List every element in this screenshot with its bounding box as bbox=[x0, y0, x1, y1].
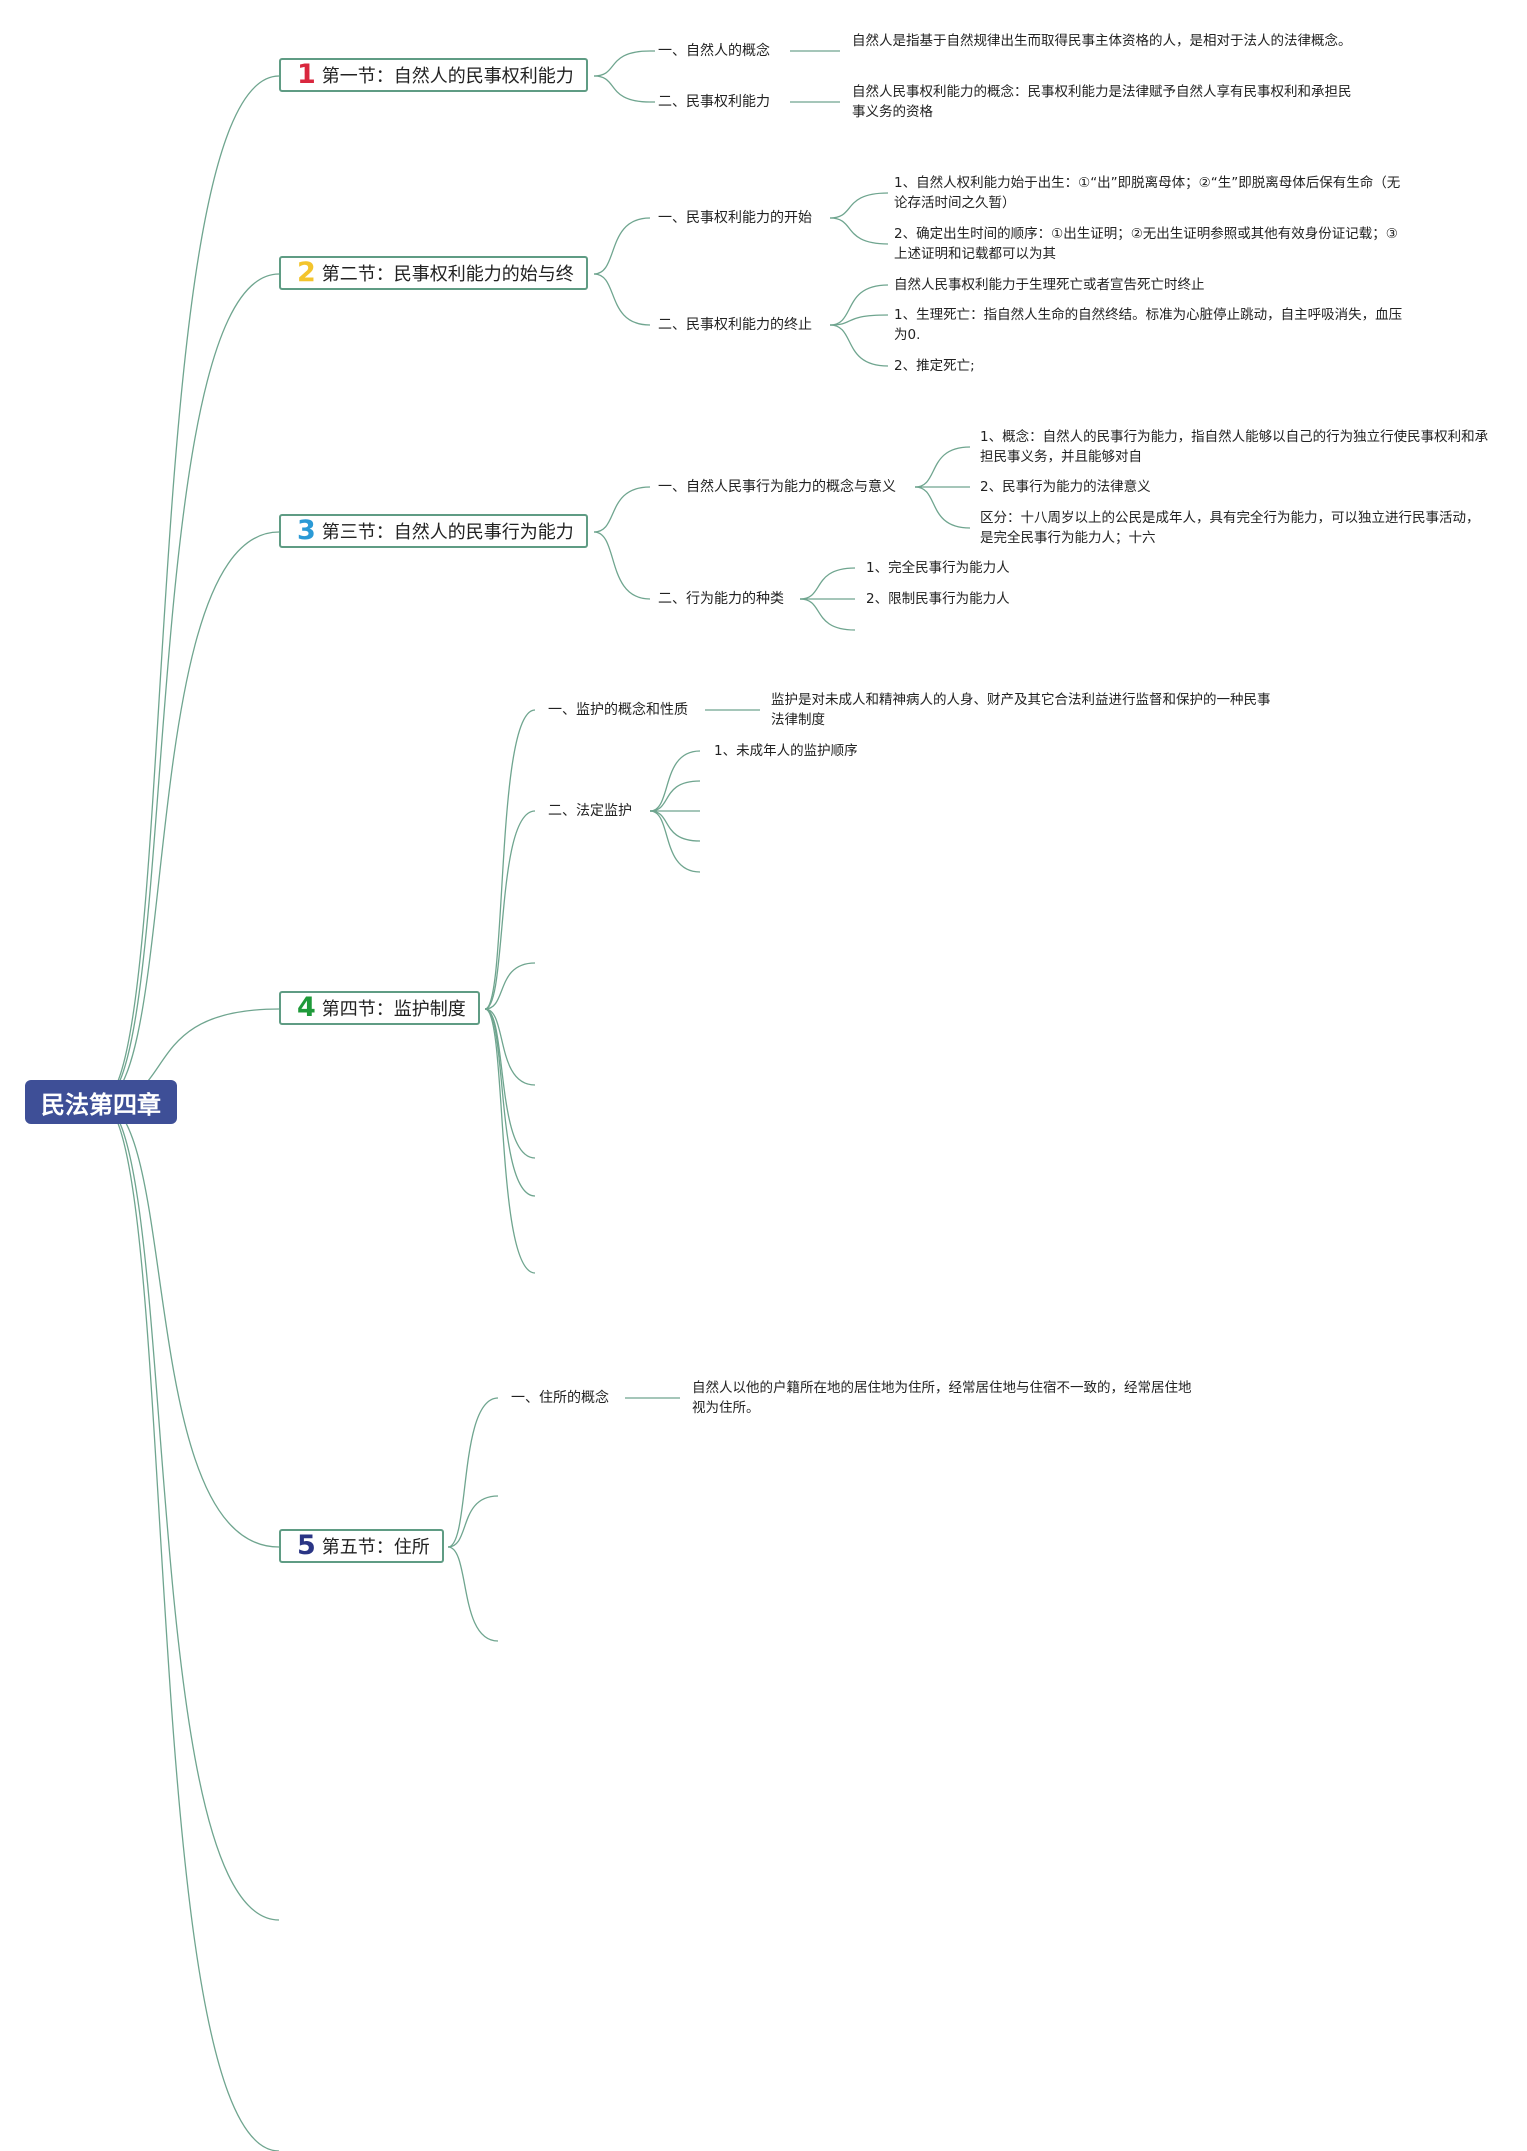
root-branch-line bbox=[99, 273, 280, 1103]
section-5-title: 第五节：住所 bbox=[321, 1537, 430, 1558]
detail-line bbox=[829, 314, 889, 326]
branch-line bbox=[593, 486, 651, 533]
branch-line bbox=[484, 1008, 536, 1274]
section-5-item-1[interactable]: 一、住所的概念 bbox=[511, 1390, 609, 1406]
detail-line bbox=[649, 750, 701, 812]
section-3-item-2-detail-2: 2、限制民事行为能力人 bbox=[866, 591, 1010, 607]
section-3-item-1[interactable]: 一、自然人民事行为能力的概念与意义 bbox=[658, 479, 896, 495]
section-2-item-2-detail-3: 2、推定死亡; bbox=[894, 358, 975, 374]
section-2-node[interactable]: 2 第二节：民事权利能力的始与终 bbox=[279, 256, 588, 290]
branch-line bbox=[484, 1008, 536, 1086]
section-3-item-1-detail-1: 1、概念：自然人的民事行为能力，指自然人能够以自己的行为独立行使民事权利和承担民… bbox=[980, 429, 1489, 465]
section-4-title: 第四节：监护制度 bbox=[321, 999, 466, 1020]
root-branch-line bbox=[99, 1101, 280, 1921]
section-1-item-1-detail: 自然人是指基于自然规律出生而取得民事主体资格的人，是相对于法人的法律概念。 bbox=[852, 33, 1352, 49]
root-title: 民法第四章 bbox=[41, 1090, 161, 1119]
section-1-title: 第一节：自然人的民事权利能力 bbox=[321, 66, 574, 87]
section-4-item-2-detail: 1、未成年人的监护顺序 bbox=[714, 743, 858, 759]
section-2-item-2-detail-1: 自然人民事权利能力于生理死亡或者宣告死亡时终止 bbox=[894, 277, 1205, 293]
detail-line bbox=[799, 567, 856, 600]
section-2-item-1-detail-1: 1、自然人权利能力始于出生：①“出”即脱离母体；②“生”即脱离母体后保有生命（无… bbox=[894, 175, 1401, 211]
root-branch-line bbox=[99, 75, 280, 1103]
detail-line bbox=[829, 217, 889, 245]
root-node[interactable]: 民法第四章 bbox=[25, 1080, 177, 1124]
section-1-item-2-detail: 自然人民事权利能力的概念：民事权利能力是法律赋予自然人享有民事权利和承担民事义务… bbox=[852, 84, 1352, 120]
section-4-item-2[interactable]: 二、法定监护 bbox=[548, 803, 632, 819]
section-2-number: 2 bbox=[297, 257, 316, 288]
branch-line bbox=[484, 1008, 536, 1197]
branch-line bbox=[593, 273, 651, 326]
section-4-number: 4 bbox=[297, 992, 316, 1023]
section-2-item-1[interactable]: 一、民事权利能力的开始 bbox=[658, 210, 812, 226]
detail-line bbox=[829, 324, 889, 367]
section-1-number: 1 bbox=[297, 59, 316, 90]
root-branch-line bbox=[99, 531, 280, 1103]
branch-line bbox=[447, 1546, 499, 1642]
detail-line bbox=[829, 192, 889, 219]
section-1-item-1[interactable]: 一、自然人的概念 bbox=[658, 43, 770, 59]
detail-line bbox=[649, 810, 701, 842]
section-1-node[interactable]: 1 第一节：自然人的民事权利能力 bbox=[279, 58, 588, 92]
detail-line bbox=[914, 446, 971, 488]
branch-line bbox=[593, 217, 651, 275]
section-2-title: 第二节：民事权利能力的始与终 bbox=[321, 264, 574, 285]
branch-line bbox=[447, 1397, 499, 1548]
root-branch-line bbox=[99, 1101, 280, 2151]
branch-line bbox=[593, 50, 651, 77]
section-2-item-2-detail-2: 1、生理死亡：指自然人生命的自然终结。标准为心脏停止跳动，自主呼吸消失，血压为0… bbox=[894, 307, 1403, 343]
branch-line bbox=[593, 75, 651, 103]
section-4-item-1[interactable]: 一、监护的概念和性质 bbox=[548, 702, 688, 718]
branch-line bbox=[484, 962, 536, 1010]
branch-line bbox=[484, 709, 536, 1010]
branch-line bbox=[484, 810, 536, 1010]
branch-line bbox=[447, 1495, 499, 1548]
section-5-item-1-detail: 自然人以他的户籍所在地的居住地为住所，经常居住地与住宿不一致的，经常居住地视为住… bbox=[692, 1380, 1192, 1416]
detail-line bbox=[799, 598, 856, 631]
section-4-node[interactable]: 4 第四节：监护制度 bbox=[279, 991, 480, 1025]
root-branch-line bbox=[99, 1101, 280, 1548]
section-2-item-2[interactable]: 二、民事权利能力的终止 bbox=[658, 317, 812, 333]
section-4-item-1-detail: 监护是对未成人和精神病人的人身、财产及其它合法利益进行监督和保护的一种民事法律制… bbox=[771, 692, 1271, 728]
section-2-item-1-detail-2: 2、确定出生时间的顺序：①出生证明；②无出生证明参照或其他有效身份证记载；③上述… bbox=[894, 226, 1398, 262]
section-3-title: 第三节：自然人的民事行为能力 bbox=[321, 522, 574, 543]
section-3-item-1-detail-2: 2、民事行为能力的法律意义 bbox=[980, 479, 1151, 495]
detail-line bbox=[829, 284, 889, 326]
section-3-item-2[interactable]: 二、行为能力的种类 bbox=[658, 591, 784, 607]
detail-line bbox=[649, 810, 701, 873]
branch-line bbox=[593, 531, 651, 600]
section-5-node[interactable]: 5 第五节：住所 bbox=[279, 1529, 444, 1563]
detail-line bbox=[649, 780, 701, 812]
section-5-number: 5 bbox=[297, 1530, 316, 1561]
section-1-item-2[interactable]: 二、民事权利能力 bbox=[658, 94, 770, 110]
section-3-item-1-detail-3: 区分：十八周岁以上的公民是成年人，具有完全行为能力，可以独立进行民事活动，是完全… bbox=[980, 510, 1480, 546]
section-3-item-2-detail-1: 1、完全民事行为能力人 bbox=[866, 560, 1010, 576]
section-3-node[interactable]: 3 第三节：自然人的民事行为能力 bbox=[279, 514, 588, 548]
section-3-number: 3 bbox=[297, 515, 316, 546]
detail-line bbox=[914, 486, 971, 529]
